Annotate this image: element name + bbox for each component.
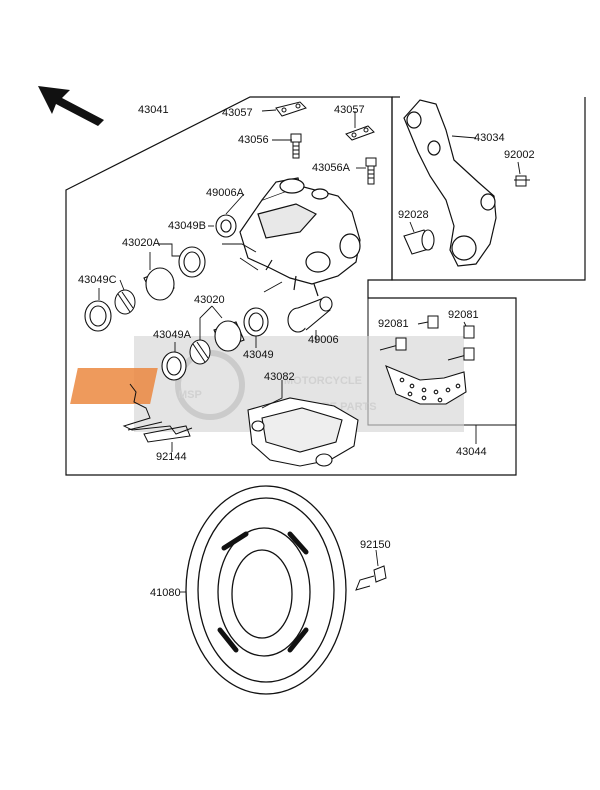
label-92081-left: 92081	[378, 318, 409, 330]
pin-92081-right	[447, 325, 475, 361]
seal-43049A	[161, 351, 187, 381]
piston-43020	[213, 320, 245, 352]
brake-disc-41080	[185, 485, 347, 695]
label-49006A: 49006A	[206, 187, 245, 199]
label-41080: 41080	[150, 587, 181, 599]
bolt-92002	[514, 175, 530, 187]
label-43049B: 43049B	[168, 220, 206, 232]
label-92002: 92002	[504, 149, 535, 161]
bracket-43034	[403, 99, 497, 267]
label-43049C: 43049C	[78, 274, 117, 286]
label-92150: 92150	[360, 539, 391, 551]
seal-43049C	[84, 300, 112, 332]
caliper-assembly-outline	[65, 96, 517, 476]
seal-49006A	[215, 214, 237, 238]
leader-lines	[98, 109, 521, 593]
label-43057-left: 43057	[222, 107, 253, 119]
watermark-line1: MOTORCYCLE	[284, 375, 362, 387]
label-43082: 43082	[264, 371, 295, 383]
label-43049: 43049	[243, 349, 274, 361]
label-43041: 43041	[138, 104, 169, 116]
disc-bolt-92150	[355, 565, 387, 591]
piston-43020A	[143, 267, 175, 301]
label-43020A: 43020A	[122, 237, 161, 249]
seal-43049	[243, 307, 269, 337]
bolt-43056	[290, 133, 302, 159]
seal-43049B	[178, 246, 206, 278]
label-43049A: 43049A	[153, 329, 192, 341]
spring-92144	[122, 383, 193, 443]
label-43044: 43044	[456, 446, 487, 458]
label-43057-right: 43057	[334, 104, 365, 116]
boot-43020	[189, 339, 211, 365]
label-49006: 49006	[308, 334, 339, 346]
bushing-92028	[403, 229, 435, 255]
boot-43020A	[114, 289, 136, 315]
label-92028: 92028	[398, 209, 429, 221]
direction-arrow-icon	[38, 86, 104, 126]
label-43020: 43020	[194, 294, 225, 306]
bolt-43056A	[365, 157, 377, 185]
label-43034: 43034	[474, 132, 505, 144]
cap-43057-right	[345, 125, 375, 141]
bracket-box-outline	[391, 97, 586, 281]
label-92081-right: 92081	[448, 309, 479, 321]
watermark-logo: MSP	[178, 389, 202, 401]
label-43056: 43056	[238, 134, 269, 146]
caliper-body	[239, 177, 361, 297]
part-labels: 43041 43057 43057 43056 43056A 49006A 43…	[78, 104, 535, 599]
brake-pads-43082	[247, 397, 359, 467]
label-92144: 92144	[156, 451, 187, 463]
pad-spring-43044	[385, 365, 467, 405]
cap-43057-left	[275, 101, 307, 117]
label-43056A: 43056A	[312, 162, 351, 174]
sleeve-49006	[287, 296, 333, 333]
